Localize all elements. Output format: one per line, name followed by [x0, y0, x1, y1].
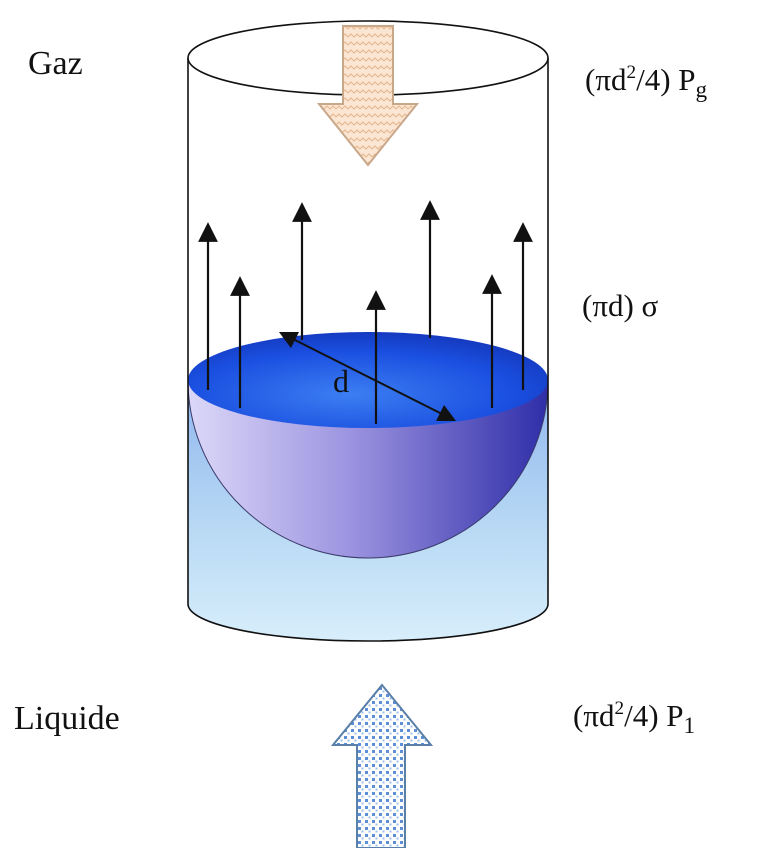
- force-prefix: (πd: [573, 698, 615, 733]
- force-middle: /4) P: [624, 698, 684, 733]
- force-exponent: 2: [614, 698, 625, 720]
- meniscus-surface: [188, 332, 548, 428]
- gas-label: Gaz: [28, 45, 83, 82]
- liquid-label: Liquide: [14, 700, 120, 737]
- gas-pressure-force-label: (πd2/4) Pg: [585, 62, 707, 102]
- diameter-arrow: [278, 331, 457, 422]
- force-prefix: (πd: [585, 62, 627, 97]
- liquid-pressure-arrow: [330, 683, 434, 848]
- force-middle: /4) P: [636, 62, 696, 97]
- gas-pressure-arrow: [316, 25, 420, 167]
- force-subscript: g: [695, 76, 708, 103]
- surface-tension-force-label: (πd) σ: [582, 288, 659, 323]
- force-subscript: 1: [683, 712, 696, 739]
- diameter-label: d: [333, 363, 349, 399]
- liquid-pressure-force-label: (πd2/4) P1: [573, 698, 695, 738]
- force-exponent: 2: [626, 62, 637, 84]
- cylinder-bottom-rim: [187, 603, 549, 642]
- meniscus-bowl: [187, 379, 549, 559]
